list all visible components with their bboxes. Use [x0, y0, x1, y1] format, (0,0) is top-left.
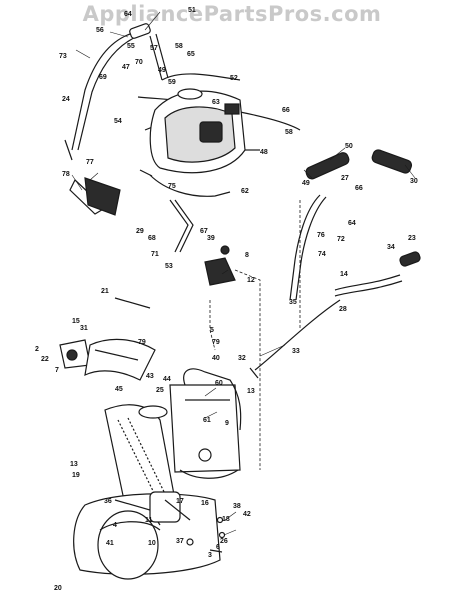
- part-callout-62: 62: [241, 188, 249, 195]
- part-callout-52: 52: [230, 75, 238, 82]
- part-callout-13: 13: [247, 388, 255, 395]
- engine: [138, 384, 241, 479]
- watermark: AppliancePartsPros.com: [82, 2, 382, 26]
- part-callout-33: 33: [292, 348, 300, 355]
- part-callout-45: 45: [115, 386, 123, 393]
- part-callout-79: 79: [138, 339, 146, 346]
- part-callout-64: 64: [348, 220, 356, 227]
- part-callout-6: 6: [216, 544, 220, 551]
- part-callout-56: 56: [96, 27, 104, 34]
- part-callout-59: 59: [168, 79, 176, 86]
- part-callout-26: 26: [220, 538, 228, 545]
- part-callout-50: 50: [345, 143, 353, 150]
- part-callout-21: 21: [101, 288, 109, 295]
- part-callout-9: 9: [225, 420, 229, 427]
- part-callout-36: 36: [104, 498, 112, 505]
- part-callout-24: 24: [62, 96, 70, 103]
- part-callout-70: 70: [135, 59, 143, 66]
- part-callout-35: 35: [289, 299, 297, 306]
- part-callout-2: 2: [35, 346, 39, 353]
- part-callout-3: 3: [208, 552, 212, 559]
- part-callout-58: 58: [285, 129, 293, 136]
- part-callout-54: 54: [114, 118, 122, 125]
- part-callout-41: 41: [106, 540, 114, 547]
- part-callout-73: 73: [59, 53, 67, 60]
- part-callout-61: 61: [203, 417, 211, 424]
- part-callout-34: 34: [387, 244, 395, 251]
- part-callout-23: 23: [408, 235, 416, 242]
- part-callout-74: 74: [318, 251, 326, 258]
- part-callout-77: 77: [86, 159, 94, 166]
- part-callout-14: 14: [340, 271, 348, 278]
- alignment-lines: [209, 200, 301, 470]
- part-callout-68: 68: [148, 235, 156, 242]
- part-callout-22: 22: [41, 356, 49, 363]
- lower-bracket: [139, 169, 231, 197]
- part-callout-31: 31: [80, 325, 88, 332]
- part-callout-72: 72: [337, 236, 345, 243]
- part-callout-5: 5: [210, 327, 214, 334]
- part-callout-57: 57: [150, 45, 158, 52]
- part-callout-63: 63: [212, 99, 220, 106]
- part-callout-11: 11: [145, 517, 153, 524]
- part-callout-40: 40: [212, 355, 220, 362]
- upper-handle-assembly: [64, 23, 169, 161]
- part-callout-64: 64: [124, 11, 132, 18]
- part-callout-79: 79: [212, 339, 220, 346]
- part-callout-18: 18: [222, 516, 230, 523]
- part-callout-25: 25: [156, 387, 164, 394]
- part-callout-78: 78: [62, 171, 70, 178]
- part-callout-29: 29: [136, 228, 144, 235]
- engine-frame: [183, 368, 242, 431]
- part-callout-75: 75: [168, 183, 176, 190]
- part-callout-16: 16: [201, 500, 209, 507]
- part-callout-76: 76: [317, 232, 325, 239]
- part-callout-38: 38: [233, 503, 241, 510]
- part-callout-27: 27: [341, 175, 349, 182]
- part-callout-66: 66: [282, 107, 290, 114]
- part-callout-71: 71: [151, 251, 159, 258]
- part-callout-32: 32: [238, 355, 246, 362]
- part-callout-48: 48: [260, 149, 268, 156]
- part-callout-67: 67: [200, 228, 208, 235]
- part-callout-44: 44: [163, 376, 171, 383]
- chute-rod: [249, 299, 341, 379]
- leader-lines: [71, 11, 416, 536]
- lever-parts: [59, 177, 236, 369]
- part-callout-53: 53: [165, 263, 173, 270]
- part-callout-47: 47: [122, 64, 130, 71]
- hardware-lower: [186, 516, 226, 553]
- part-callout-10: 10: [148, 540, 156, 547]
- part-callout-30: 30: [410, 178, 418, 185]
- part-callout-49: 49: [302, 180, 310, 187]
- part-callout-20: 20: [54, 585, 62, 592]
- part-callout-19: 19: [72, 472, 80, 479]
- part-callout-51: 51: [188, 7, 196, 14]
- part-callout-28: 28: [339, 306, 347, 313]
- part-callout-49: 49: [158, 67, 166, 74]
- part-callout-58: 58: [175, 43, 183, 50]
- part-callout-55: 55: [127, 43, 135, 50]
- part-callout-65: 65: [187, 51, 195, 58]
- part-callout-42: 42: [243, 511, 251, 518]
- part-callout-7: 7: [55, 367, 59, 374]
- part-callout-43: 43: [146, 373, 154, 380]
- part-callout-69: 69: [99, 74, 107, 81]
- part-callout-60: 60: [215, 380, 223, 387]
- part-callout-12: 12: [247, 277, 255, 284]
- right-handle-assembly: [289, 149, 421, 301]
- dash-panel: [149, 88, 260, 174]
- part-callout-39: 39: [207, 235, 215, 242]
- auger-housing: [73, 491, 221, 580]
- part-callout-4: 4: [113, 522, 117, 529]
- chute-deflector: [84, 338, 156, 381]
- part-callout-13: 13: [70, 461, 78, 468]
- part-callout-15: 15: [72, 318, 80, 325]
- discharge-chute: [104, 404, 176, 510]
- part-callout-66: 66: [355, 185, 363, 192]
- part-callout-8: 8: [245, 252, 249, 259]
- part-callout-37: 37: [176, 538, 184, 545]
- part-callout-17: 17: [176, 498, 184, 505]
